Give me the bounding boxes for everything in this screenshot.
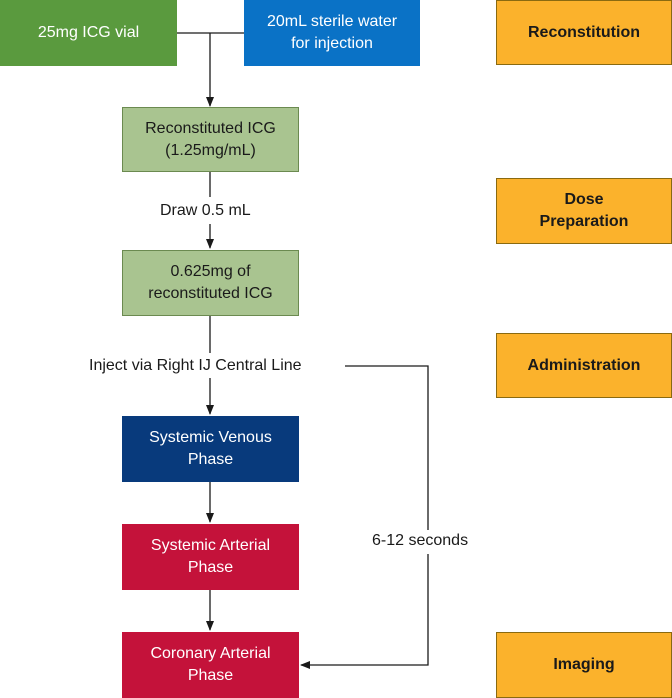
phase-administration-box: Administration [496, 333, 672, 398]
vial-label: 25mg ICG vial [37, 24, 140, 41]
dose-label-line1: 0.625mg of [170, 263, 251, 280]
systemic-arterial-label-line2: Phase [187, 559, 234, 576]
phase-imaging-box: Imaging [496, 632, 672, 698]
dose-box: 0.625mg of reconstituted ICG [122, 250, 299, 316]
systemic-arterial-box: Systemic Arterial Phase [122, 524, 299, 590]
reconstituted-label-line1: Reconstituted ICG [145, 119, 276, 137]
systemic-venous-box: Systemic Venous Phase [122, 416, 299, 482]
phase-dose-preparation-box: Dose Preparation [496, 178, 672, 244]
phase-reconstitution-box: Reconstitution [496, 0, 672, 65]
water-label-line2: for injection [291, 35, 373, 52]
systemic-arterial-label-line1: Systemic Arterial [150, 537, 271, 554]
dose-label-line2: reconstituted ICG [148, 285, 273, 302]
vial-box: 25mg ICG vial [0, 0, 177, 66]
timing-loop-upper [345, 365, 429, 530]
phase-reconstitution-label: Reconstitution [528, 23, 640, 41]
inject-route-label: Inject via Right IJ Central Line [87, 357, 304, 375]
phase-dose-label-line2: Preparation [539, 213, 629, 230]
water-box: 20mL sterile water for injection [244, 0, 420, 66]
coronary-arterial-label-line1: Coronary Arterial [150, 645, 271, 662]
phase-administration-label: Administration [527, 356, 641, 374]
timing-loop-lower [300, 554, 429, 669]
water-label-line1: 20mL sterile water [266, 13, 398, 30]
coronary-arterial-box: Coronary Arterial Phase [122, 632, 299, 698]
systemic-venous-label-line1: Systemic Venous [149, 429, 272, 446]
reconstituted-box: Reconstituted ICG (1.25mg/mL) [122, 107, 299, 172]
reconstituted-label-line2: (1.25mg/mL) [165, 141, 256, 159]
phase-dose-label-line1: Dose [564, 191, 604, 208]
draw-dose-label: Draw 0.5 mL [158, 202, 253, 220]
timing-label: 6-12 seconds [370, 532, 471, 550]
systemic-venous-label-line2: Phase [187, 451, 234, 468]
phase-imaging-label: Imaging [553, 656, 615, 673]
coronary-arterial-label-line2: Phase [187, 667, 234, 684]
